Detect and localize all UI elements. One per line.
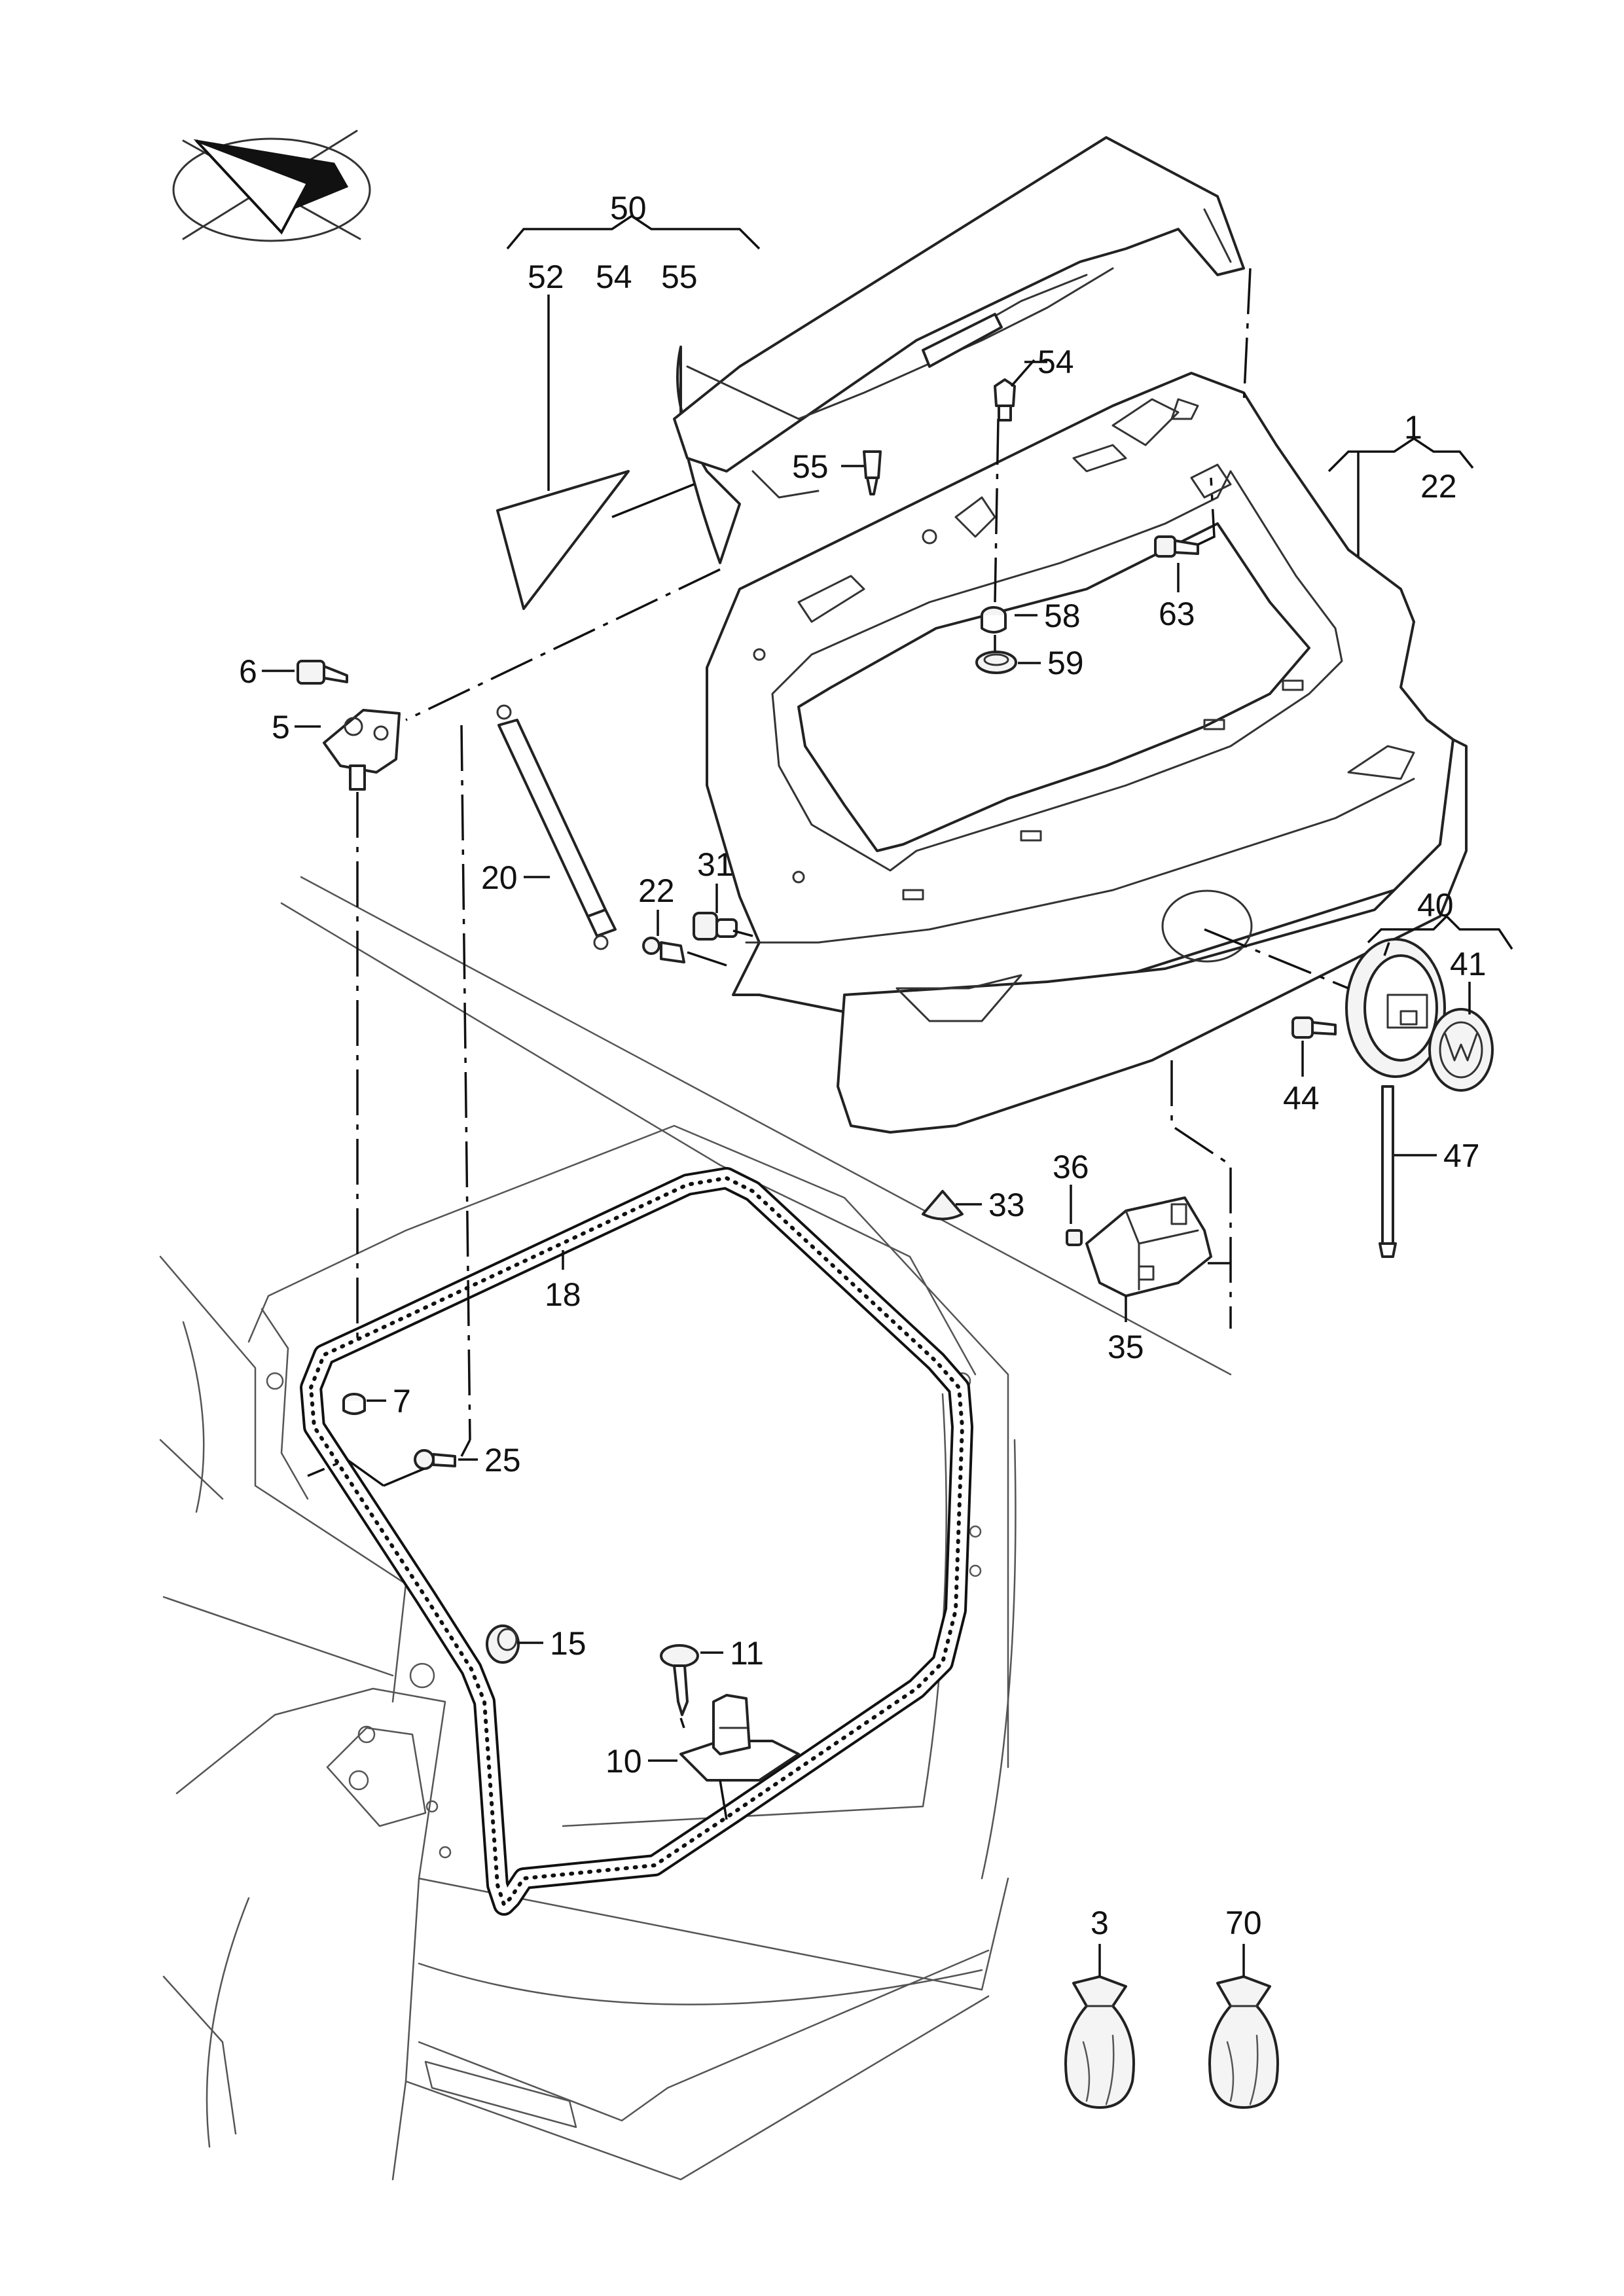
adjustable-buffer bbox=[486, 1624, 520, 1664]
assembly-lines bbox=[307, 268, 1349, 1820]
tailgate-hinge bbox=[323, 709, 401, 791]
callout-40: 40 bbox=[1417, 887, 1454, 924]
callout-31: 31 bbox=[697, 846, 734, 883]
callout-6: 6 bbox=[239, 653, 257, 690]
lock-striker bbox=[679, 1694, 800, 1782]
callout-41: 41 bbox=[1450, 946, 1487, 982]
tailgate bbox=[706, 372, 1468, 1134]
callout-55: 55 bbox=[792, 448, 829, 485]
vw-emblem-icon bbox=[1428, 1008, 1494, 1092]
lock-nut bbox=[1066, 1229, 1083, 1246]
strut-ball-stud bbox=[414, 1449, 456, 1470]
callout-47: 47 bbox=[1443, 1138, 1480, 1174]
sealant-bag-icon-2 bbox=[1208, 1975, 1279, 2109]
tailgate-seal bbox=[300, 1167, 973, 1916]
view-direction-icon bbox=[172, 130, 371, 242]
gas-strut bbox=[496, 704, 617, 950]
vehicle-body bbox=[159, 876, 1232, 2181]
callouts: 50 52 54 55 54 55 1 22 58 59 63 6 5 20 2… bbox=[239, 190, 1487, 1941]
emblem-carrier bbox=[1345, 938, 1446, 1078]
callout-18: 18 bbox=[545, 1276, 581, 1313]
callout-54: 54 bbox=[1038, 344, 1074, 380]
rear-window-glass bbox=[496, 470, 695, 610]
callout-70: 70 bbox=[1225, 1905, 1262, 1941]
rubber-buffer bbox=[922, 1190, 964, 1221]
callout-7: 7 bbox=[393, 1383, 411, 1420]
striker-screw bbox=[660, 1644, 699, 1716]
callout-25: 25 bbox=[484, 1442, 521, 1479]
callout-50: 50 bbox=[610, 190, 647, 226]
ball-pin bbox=[642, 937, 685, 963]
callout-10: 10 bbox=[605, 1743, 642, 1780]
callout-52: 52 bbox=[528, 259, 564, 295]
callout-44: 44 bbox=[1283, 1080, 1320, 1117]
callout-11: 11 bbox=[730, 1635, 764, 1672]
callout-3: 3 bbox=[1091, 1905, 1109, 1941]
callout-5: 5 bbox=[272, 709, 290, 745]
rear-spoiler bbox=[673, 136, 1245, 564]
callout-35: 35 bbox=[1108, 1329, 1144, 1365]
callout-1: 1 bbox=[1404, 409, 1422, 446]
callout-22: 22 bbox=[638, 872, 675, 909]
grommet bbox=[975, 651, 1017, 674]
hinge-bolt bbox=[297, 660, 348, 685]
hinge-nut bbox=[342, 1393, 366, 1415]
callout-22-group: 22 bbox=[1420, 468, 1457, 505]
callout-63: 63 bbox=[1159, 596, 1195, 632]
tailgate-lock bbox=[1085, 1196, 1212, 1297]
callout-58: 58 bbox=[1044, 598, 1081, 634]
nut bbox=[981, 606, 1007, 634]
spoiler-screw bbox=[863, 450, 882, 495]
sealant-bag-icon bbox=[1064, 1975, 1135, 2109]
callout-15: 15 bbox=[550, 1625, 586, 1662]
callout-36: 36 bbox=[1053, 1149, 1089, 1185]
callout-54-group: 54 bbox=[596, 259, 632, 295]
callout-55-group: 55 bbox=[661, 259, 698, 295]
leader-lines bbox=[262, 214, 1513, 1977]
buffer-stop bbox=[693, 912, 738, 941]
window-screw bbox=[1154, 535, 1199, 558]
callout-59: 59 bbox=[1047, 645, 1084, 681]
spoiler-clip bbox=[994, 378, 1016, 422]
callout-33: 33 bbox=[988, 1187, 1025, 1223]
actuator-rod bbox=[1379, 1085, 1397, 1258]
emblem-screw bbox=[1291, 1016, 1337, 1039]
callout-20: 20 bbox=[481, 859, 518, 896]
